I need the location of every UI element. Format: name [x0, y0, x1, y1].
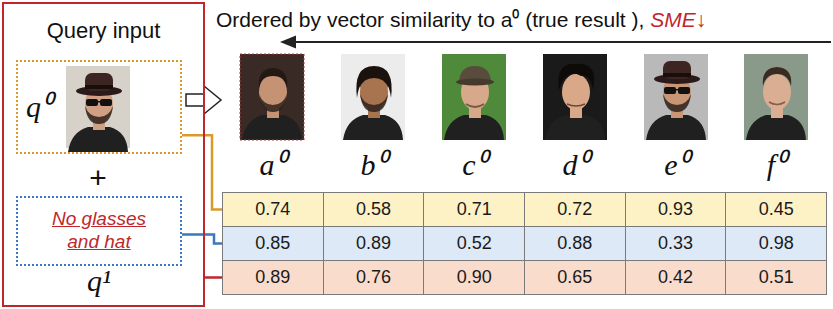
- table-cell: 0.88: [525, 227, 626, 260]
- score-value: 0.72: [557, 199, 592, 220]
- candidate-photo: [744, 54, 808, 140]
- score-value: 0.45: [759, 199, 794, 220]
- query-panel: q⁰ No glasses and hatq¹ Query input: [2, 2, 205, 307]
- candidate-label: b⁰: [361, 148, 386, 181]
- score-row: 0.89 0.76 0.90 0.65 0.42 0.51: [222, 260, 827, 295]
- score-value: 0.89: [356, 233, 391, 254]
- score-value: 0.90: [457, 267, 492, 288]
- candidate-label: e⁰: [664, 148, 687, 181]
- query-photo: [66, 66, 130, 152]
- table-cell: 0.52: [424, 227, 525, 260]
- candidate-label: f⁰: [767, 148, 785, 181]
- score-row: 0.85 0.89 0.52 0.88 0.33 0.98: [222, 226, 827, 261]
- table-cell: 0.93: [626, 193, 727, 226]
- order-arrowhead: [280, 36, 296, 49]
- score-value: 0.58: [356, 199, 391, 220]
- candidate-label: a⁰: [260, 148, 285, 181]
- table-cell: 0.89: [324, 227, 425, 260]
- candidate-label: d⁰: [563, 148, 588, 181]
- table-cell: 0.90: [424, 261, 525, 294]
- candidate-photo: [341, 54, 405, 140]
- score-value: 0.74: [255, 199, 290, 220]
- score-value: 0.33: [658, 233, 693, 254]
- candidate-photo: [240, 54, 304, 140]
- table-cell: 0.45: [726, 193, 826, 226]
- score-value: 0.88: [557, 233, 592, 254]
- score-value: 0.85: [255, 233, 290, 254]
- score-value: 0.51: [759, 267, 794, 288]
- score-value: 0.65: [557, 267, 592, 288]
- connector-line: [205, 276, 222, 279]
- query-image-box: q⁰: [16, 60, 182, 154]
- score-value: 0.42: [658, 267, 693, 288]
- score-value: 0.98: [759, 233, 794, 254]
- table-cell: 0.98: [726, 227, 826, 260]
- query-text-box: No glasses and hatq¹: [16, 196, 182, 266]
- candidate-photo: [644, 54, 708, 140]
- score-value: 0.76: [356, 267, 391, 288]
- score-value: 0.71: [457, 199, 492, 220]
- query-instruction: No glasses and hat: [18, 198, 180, 264]
- order-arrow: [294, 41, 831, 43]
- table-cell: 0.72: [525, 193, 626, 226]
- table-cell: 0.71: [424, 193, 525, 226]
- connector-line: [182, 235, 222, 244]
- candidate-label: c⁰: [462, 148, 485, 181]
- chart-title: Ordered by vector similarity to a⁰ (true…: [216, 7, 644, 32]
- table-cell: 0.51: [726, 261, 826, 294]
- query-symbol: q¹: [18, 266, 180, 296]
- score-value: 0.89: [255, 267, 290, 288]
- metric-label: SME↓: [650, 7, 706, 32]
- table-cell: 0.33: [626, 227, 727, 260]
- table-cell: 0.89: [223, 261, 324, 294]
- plus-sign: +: [89, 163, 107, 193]
- query-symbol: q⁰: [18, 92, 51, 122]
- connector-line: [182, 135, 222, 209]
- table-cell: 0.85: [223, 227, 324, 260]
- table-cell: 0.58: [324, 193, 425, 226]
- table-cell: 0.76: [324, 261, 425, 294]
- candidate-photo: [442, 54, 506, 140]
- score-row: 0.74 0.58 0.71 0.72 0.93 0.45: [222, 192, 827, 227]
- candidate-photo: [543, 54, 607, 140]
- panel-heading: Query input: [4, 18, 203, 44]
- table-cell: 0.74: [223, 193, 324, 226]
- table-cell: 0.42: [626, 261, 727, 294]
- score-value: 0.93: [658, 199, 693, 220]
- score-value: 0.52: [457, 233, 492, 254]
- table-cell: 0.65: [525, 261, 626, 294]
